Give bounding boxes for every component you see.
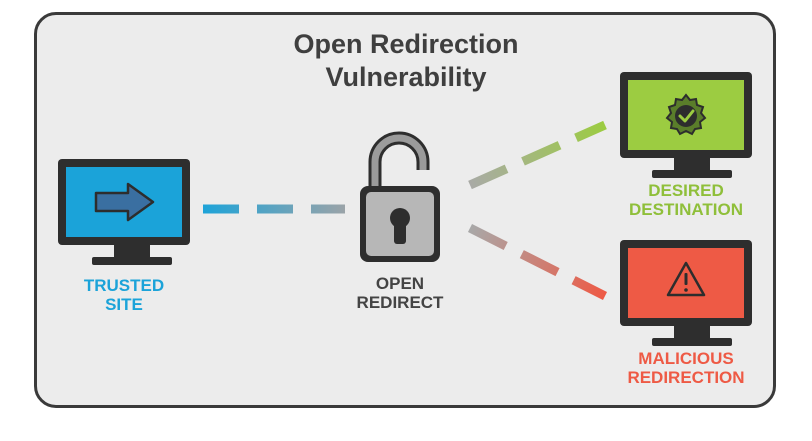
connector-redirect-to-malicious bbox=[467, 223, 608, 301]
title-line-2: Vulnerability bbox=[325, 62, 487, 92]
label-desired-destination: DESIRED DESTINATION bbox=[616, 181, 756, 219]
checkmark-badge-icon bbox=[665, 93, 707, 136]
trusted-site-monitor bbox=[58, 159, 190, 265]
label-trusted-site: TRUSTED SITE bbox=[74, 276, 174, 314]
label-open-redirect-line-2: REDIRECT bbox=[356, 293, 444, 312]
label-malicious-redirection: MALICIOUS REDIRECTION bbox=[616, 349, 756, 387]
label-desired-destination-line-2: DESTINATION bbox=[629, 200, 743, 219]
label-malicious-redirection-line-1: MALICIOUS bbox=[638, 349, 734, 368]
label-trusted-site-line-2: SITE bbox=[105, 295, 143, 314]
label-malicious-redirection-line-2: REDIRECTION bbox=[627, 368, 745, 387]
warning-triangle-icon bbox=[666, 261, 706, 297]
desired-destination-monitor bbox=[620, 72, 752, 178]
diagram-title: Open Redirection Vulnerability bbox=[200, 28, 612, 94]
label-trusted-site-line-1: TRUSTED bbox=[83, 276, 165, 295]
arrow-right-icon bbox=[94, 182, 155, 222]
malicious-redirection-monitor bbox=[620, 240, 752, 346]
label-open-redirect-line-1: OPEN bbox=[375, 274, 425, 293]
open-padlock-icon bbox=[360, 131, 440, 262]
title-line-1: Open Redirection bbox=[293, 29, 519, 59]
label-open-redirect: OPEN REDIRECT bbox=[340, 274, 460, 312]
label-desired-destination-line-1: DESIRED bbox=[648, 181, 724, 200]
connector-redirect-to-desired bbox=[468, 120, 607, 190]
